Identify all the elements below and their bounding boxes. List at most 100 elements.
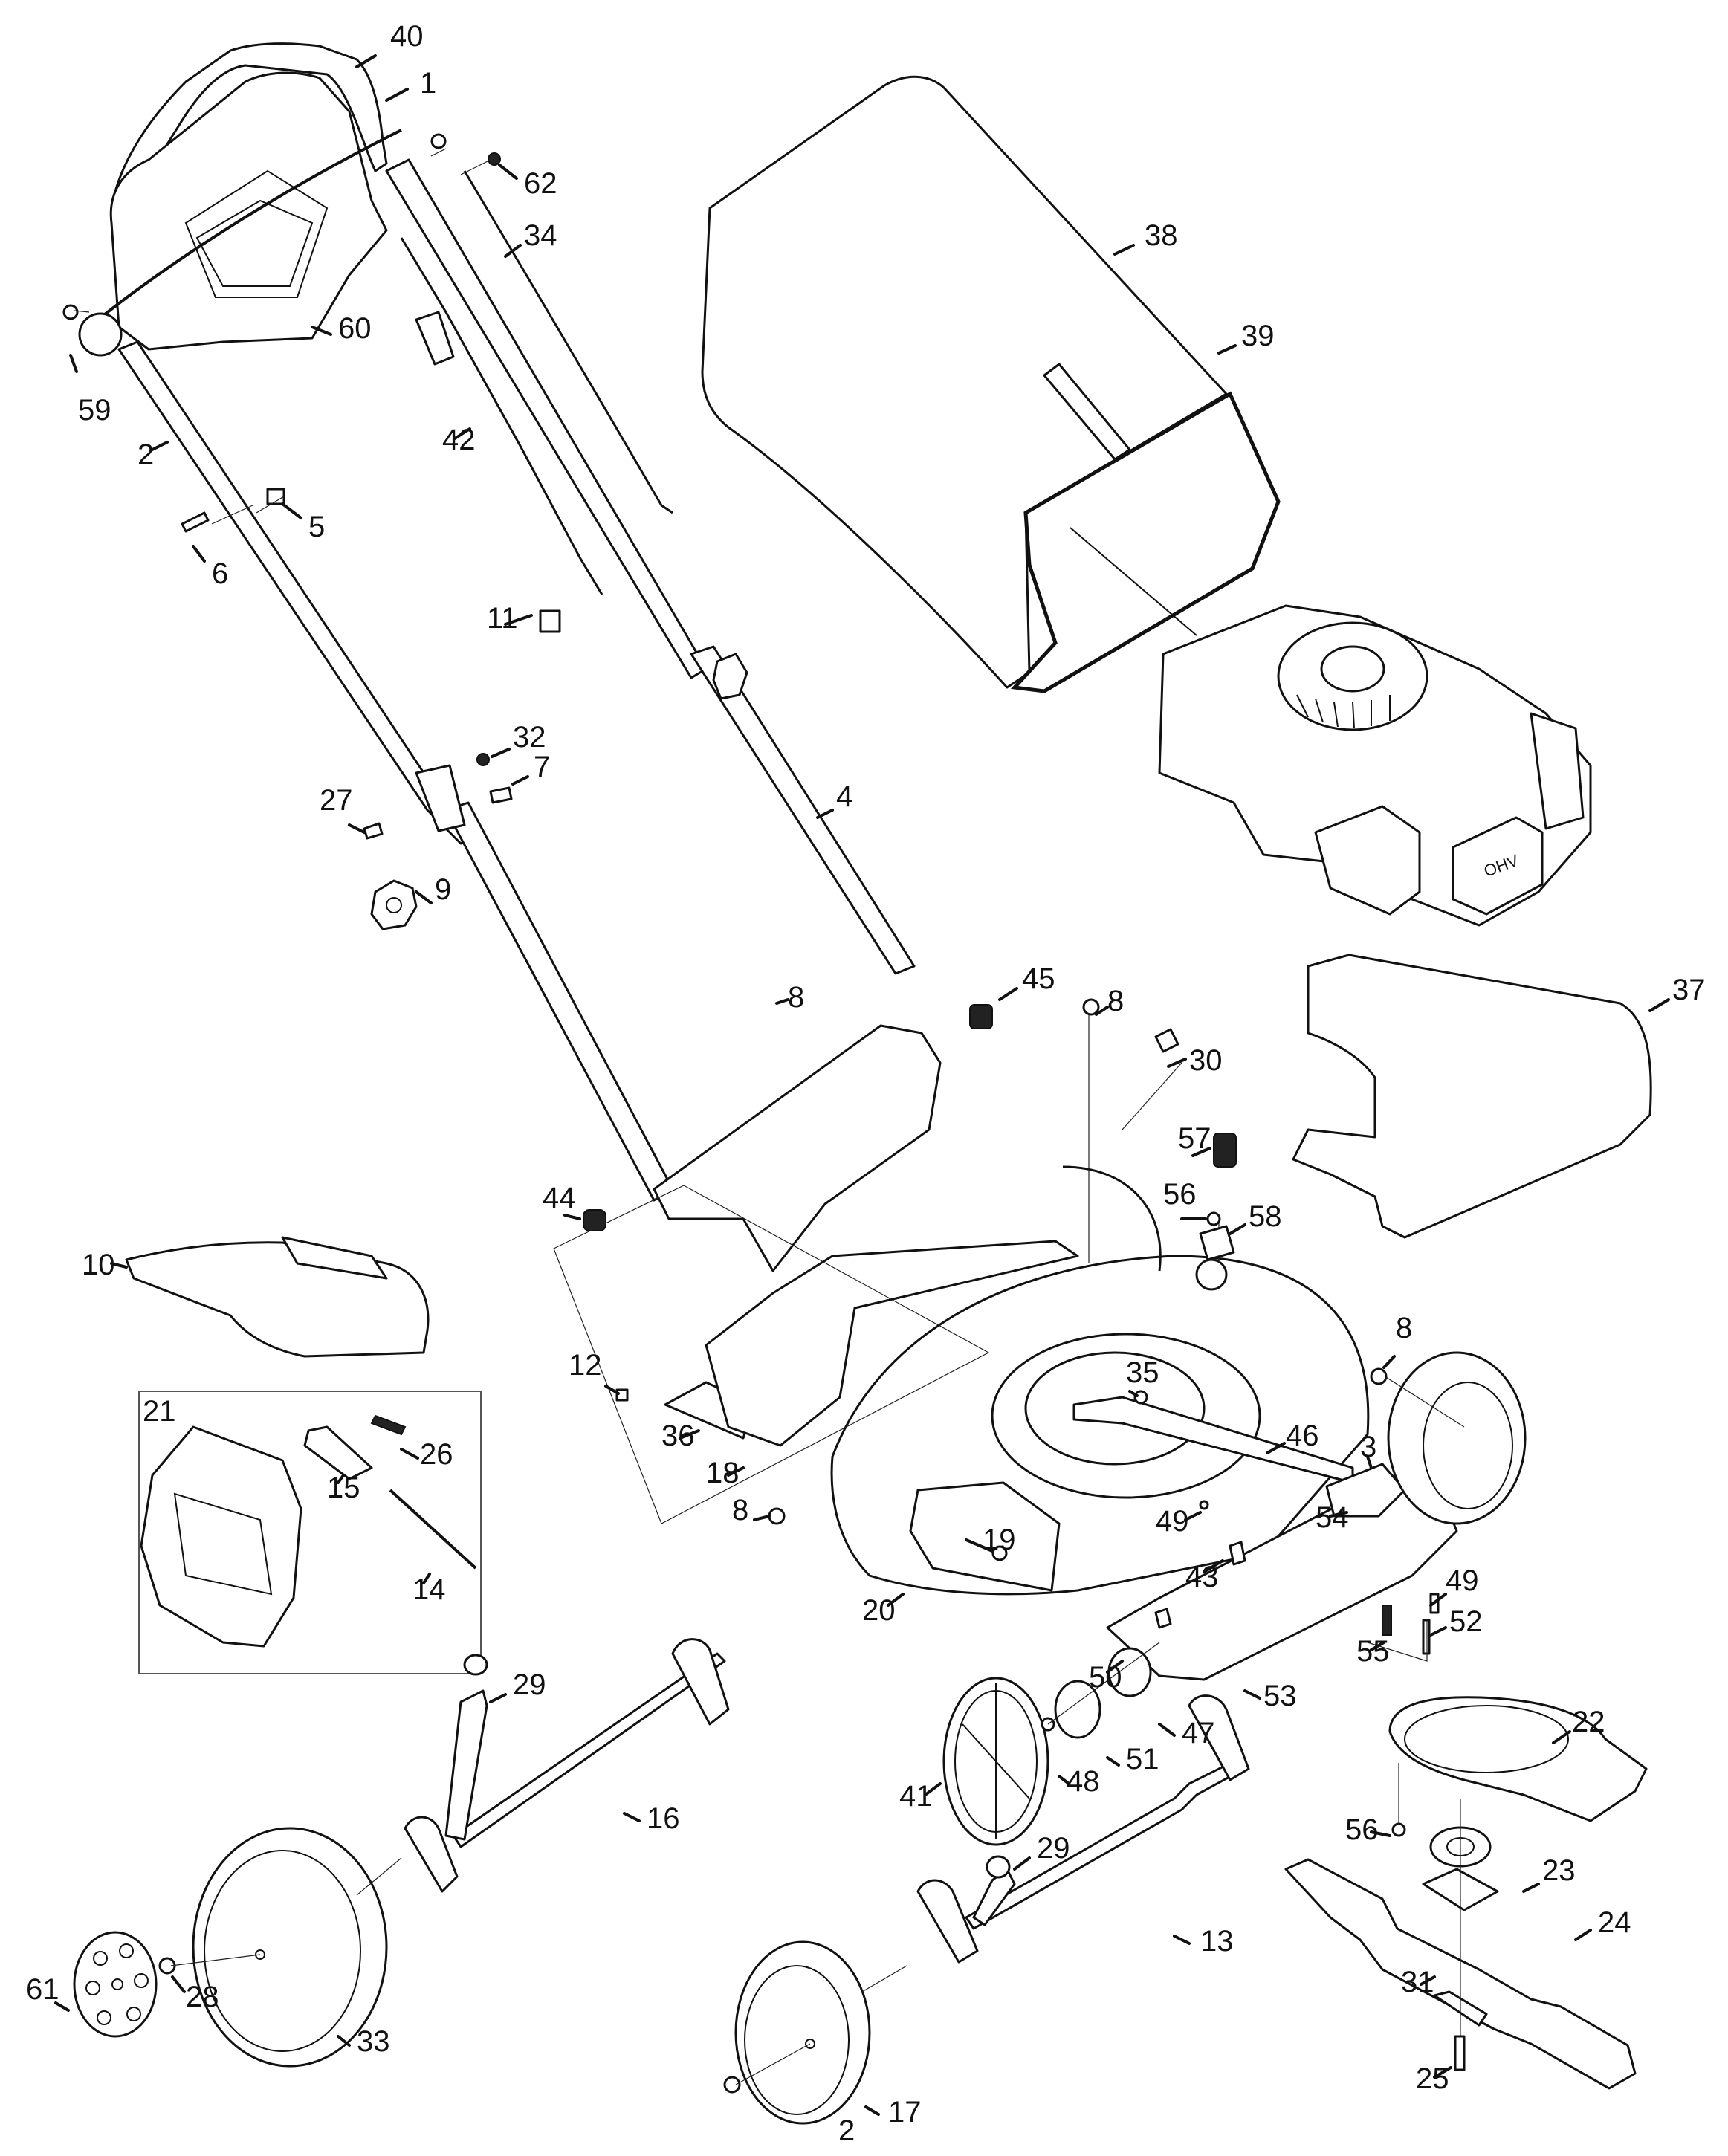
leader-line bbox=[1522, 1883, 1540, 1893]
callout-label: 8 bbox=[788, 981, 804, 1014]
cable-clip-43 bbox=[1229, 1541, 1246, 1566]
leader-line bbox=[1058, 1775, 1070, 1785]
callout-fitting: 58 bbox=[1229, 1200, 1282, 1235]
callout-pin: 52 bbox=[1429, 1605, 1483, 1638]
callout-blade-housing: 22 bbox=[1552, 1706, 1605, 1744]
handle-grip-bar bbox=[110, 42, 388, 224]
leader-line bbox=[1106, 1756, 1120, 1767]
mulch-kit-box bbox=[138, 1391, 482, 1674]
rear-frame-18 bbox=[705, 1240, 1079, 1447]
spring-45 bbox=[969, 1004, 993, 1029]
leader-line bbox=[1329, 1511, 1348, 1518]
leader-line bbox=[400, 1448, 419, 1460]
bag-frame-39 bbox=[1010, 391, 1281, 693]
callout-screw: 8 bbox=[1382, 1312, 1412, 1369]
callout-handle-console: 60 bbox=[311, 312, 372, 345]
screw-8c bbox=[1370, 1367, 1388, 1385]
blade-housing-22 bbox=[1388, 1696, 1648, 1822]
handle-bolt-7 bbox=[489, 786, 513, 804]
bolt-35 bbox=[1133, 1390, 1148, 1405]
fuel-tank bbox=[1530, 712, 1585, 830]
callout-nut: 12 bbox=[569, 1349, 620, 1395]
callout-mower-deck: 20 bbox=[862, 1593, 905, 1627]
callout-label: 19 bbox=[983, 1524, 1016, 1556]
screw-top bbox=[430, 133, 447, 149]
callout-label: 61 bbox=[26, 1973, 59, 2006]
callout-height-adjust-knob: 30 bbox=[1167, 1044, 1223, 1077]
mower-deck bbox=[553, 998, 1527, 1681]
leader-line bbox=[311, 326, 332, 336]
callout-label: 1 bbox=[420, 67, 436, 100]
callout-label: 56 bbox=[1163, 1178, 1197, 1211]
callout-rear-axle: 16 bbox=[623, 1802, 680, 1835]
carriage-bolt-27 bbox=[363, 822, 384, 840]
mulch-kit-label: 21 bbox=[143, 1395, 176, 1428]
rear-wheel-left-arc bbox=[1062, 1165, 1162, 1272]
callout-screw: 8 bbox=[1095, 985, 1124, 1017]
leader-line bbox=[171, 1975, 186, 1993]
callout-label: 41 bbox=[899, 1780, 933, 1813]
callout-label: 32 bbox=[513, 721, 546, 754]
pin-52 bbox=[1422, 1619, 1431, 1655]
callout-label: 33 bbox=[357, 2025, 390, 2058]
callout-label: 10 bbox=[82, 1249, 115, 1281]
callout-idler-pulley: 54 bbox=[1316, 1501, 1349, 1534]
bag-handle bbox=[1043, 363, 1131, 461]
callout-pin: 49 bbox=[1429, 1564, 1479, 1607]
leader-line bbox=[816, 809, 834, 819]
leader-line bbox=[415, 890, 433, 904]
leader-line bbox=[1184, 1511, 1202, 1521]
handle-bracket-left bbox=[415, 764, 466, 832]
callout-rear-wheel: 33 bbox=[337, 2025, 390, 2058]
callout-label: 14 bbox=[412, 1573, 446, 1606]
callout-label: 27 bbox=[320, 784, 353, 817]
callout-screw: 56 bbox=[1345, 1813, 1391, 1846]
spring-57 bbox=[1213, 1133, 1237, 1168]
callout-upper-handle: 2 bbox=[137, 438, 169, 471]
callout-label: 25 bbox=[1416, 2062, 1449, 2095]
callout-carriage-bolt: 27 bbox=[320, 784, 366, 834]
front-wheel-17 bbox=[734, 1940, 871, 2125]
callout-wheel-nut: 28 bbox=[171, 1975, 219, 2013]
rear-wheel-3 bbox=[1387, 1351, 1527, 1525]
leader-line bbox=[965, 1538, 994, 1553]
deck-plug bbox=[1195, 1258, 1228, 1291]
front-axle-assembly: 2 bbox=[723, 1694, 1250, 2147]
leader-line bbox=[1229, 1223, 1246, 1235]
wheel-nut-28 bbox=[158, 1957, 176, 1975]
leader-line bbox=[604, 1385, 620, 1395]
callout-drive-cable: 34 bbox=[504, 219, 557, 258]
leader-line bbox=[348, 823, 366, 834]
callout-front-axle: 13 bbox=[1173, 1925, 1234, 1958]
leader-line bbox=[54, 2001, 70, 2012]
leader-line bbox=[1648, 998, 1670, 1012]
callout-label: 15 bbox=[327, 1472, 360, 1504]
leader-line bbox=[1266, 1442, 1286, 1454]
grass-catcher bbox=[701, 75, 1281, 693]
callout-cable-guide: 11 bbox=[487, 602, 533, 635]
callout-rod: 14 bbox=[412, 1573, 446, 1606]
leader-line bbox=[924, 1782, 942, 1796]
callout-bolt: 35 bbox=[1126, 1356, 1159, 1397]
callout-label: 40 bbox=[390, 20, 424, 53]
callout-label: 3 bbox=[1360, 1431, 1376, 1463]
lower-handle-left bbox=[444, 801, 674, 1202]
leader-line bbox=[1429, 1593, 1447, 1607]
callout-rear-wheel: 3 bbox=[1360, 1431, 1376, 1469]
callout-label: 58 bbox=[1249, 1200, 1282, 1233]
callout-label: 17 bbox=[888, 2096, 922, 2129]
leader-line bbox=[110, 1262, 128, 1269]
callout-screw: 59 bbox=[69, 354, 111, 427]
callout-label: 26 bbox=[420, 1438, 453, 1471]
leader-line bbox=[1382, 1355, 1396, 1369]
leader-line bbox=[1203, 1559, 1224, 1573]
leader-line bbox=[1574, 1929, 1592, 1941]
callout-label: 12 bbox=[569, 1349, 602, 1382]
callout-brake-cable: 42 bbox=[442, 424, 476, 456]
leader-line bbox=[679, 1429, 700, 1440]
blade-assembly bbox=[1284, 1696, 1648, 2090]
callout-label: 60 bbox=[338, 312, 372, 345]
cap-29a bbox=[463, 1654, 488, 1676]
pin-49a bbox=[1199, 1500, 1209, 1510]
